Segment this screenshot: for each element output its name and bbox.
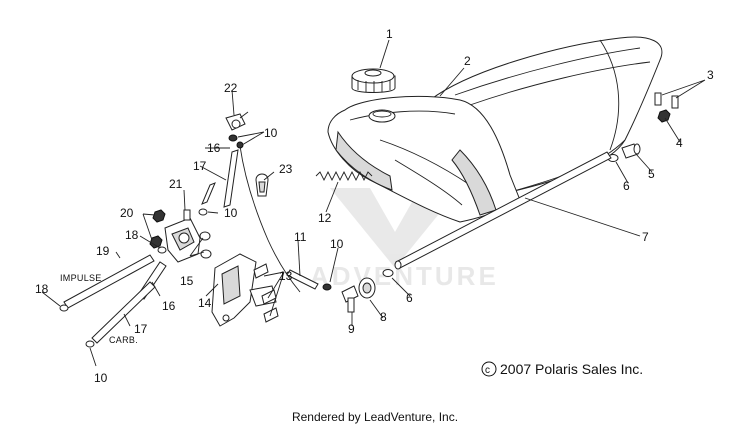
callout-19: 19: [96, 244, 110, 258]
copyright-circle: [481, 361, 497, 377]
fitting-5: [621, 143, 641, 159]
callout-21: 21: [169, 177, 183, 191]
hose-16-upper: [223, 149, 239, 208]
callout-10-bottom: 10: [94, 371, 108, 385]
callout-numbers: 1 2 3 4 5 6 7 8 9 6 10 11 12 13 14 15 16…: [35, 27, 714, 385]
fuel-tank: [327, 95, 521, 223]
washer-18-top: [157, 246, 167, 254]
copyright-text: 2007 Polaris Sales Inc.: [500, 361, 643, 377]
callout-10-top: 10: [264, 126, 278, 140]
copyright: c 2007 Polaris Sales Inc.: [481, 361, 643, 377]
washer-18-bottom: [59, 304, 69, 312]
callout-15: 15: [180, 274, 194, 288]
callout-14: 14: [198, 296, 212, 310]
copyright-symbol: c: [485, 365, 490, 376]
nut-4: [657, 109, 671, 123]
callout-1: 1: [386, 27, 393, 41]
callout-23: 23: [279, 162, 293, 176]
callout-20: 20: [120, 206, 134, 220]
callout-6-bottom: 6: [406, 291, 413, 305]
callout-16-bottom: 16: [162, 299, 176, 313]
callout-3: 3: [707, 68, 714, 82]
hose-11: [286, 269, 319, 290]
fasteners-3: [654, 92, 679, 109]
fuel-cap: [351, 68, 396, 93]
callout-8: 8: [380, 310, 387, 324]
fuel-line: [239, 145, 301, 293]
clamp-10-bottom: [85, 340, 95, 348]
callout-12: 12: [318, 211, 332, 225]
callout-4: 4: [676, 136, 683, 150]
callout-6-top: 6: [623, 179, 630, 193]
label-carb: CARB.: [109, 335, 138, 345]
grommet-8: [358, 277, 376, 299]
clamp-10-right: [322, 283, 332, 291]
callout-5: 5: [648, 167, 655, 181]
washers-15: [199, 231, 212, 259]
callout-13: 13: [279, 269, 293, 283]
callout-10-mid: 10: [224, 206, 238, 220]
callout-9: 9: [348, 322, 355, 336]
callout-16-top: 16: [207, 141, 221, 155]
label-impulse: IMPULSE: [60, 273, 102, 283]
clamp-10-mid: [198, 208, 208, 216]
callout-18-bottom: 18: [35, 282, 49, 296]
hose-17-upper: [201, 182, 216, 205]
clamp-6-bottom: [382, 269, 394, 277]
callout-22: 22: [224, 81, 238, 95]
fitting-22: [225, 111, 249, 131]
vent-fitting-9: [341, 285, 359, 313]
callout-10-right: 10: [330, 237, 344, 251]
callout-7: 7: [642, 230, 649, 244]
nuts-20: [149, 209, 166, 249]
bracket-14: [211, 253, 277, 327]
hose-7: [394, 151, 612, 270]
clip-23: [255, 173, 269, 197]
callout-17-bottom: 17: [134, 322, 148, 336]
fuel-valve-21: [164, 209, 201, 263]
spring-12: [315, 170, 373, 182]
rendered-by-text: Rendered by LeadVenture, Inc.: [292, 410, 458, 424]
callout-11: 11: [294, 230, 307, 244]
leader-lines: [41, 39, 706, 367]
callout-17-top: 17: [193, 159, 207, 173]
callout-18-top: 18: [125, 228, 139, 242]
callout-2: 2: [464, 54, 471, 68]
clamps-10-top: [228, 134, 244, 149]
